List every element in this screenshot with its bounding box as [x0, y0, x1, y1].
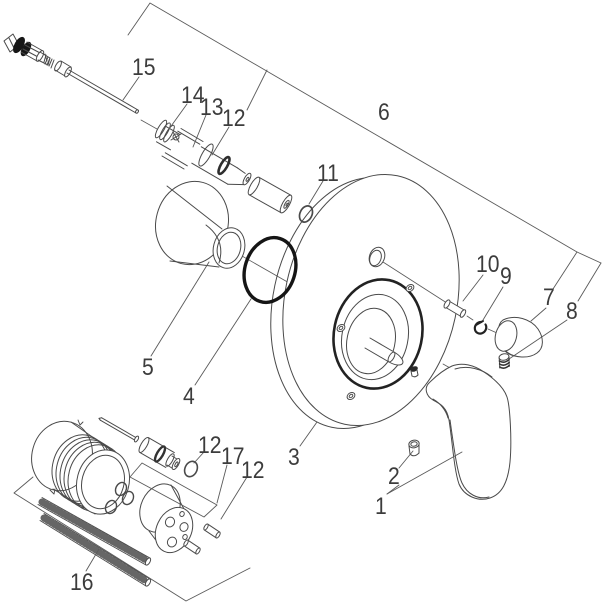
- cup-sleeve: [31, 419, 130, 515]
- small-o-rings: [104, 481, 135, 515]
- ceramic-cartridge: [139, 483, 194, 554]
- part-label-6: 6: [378, 99, 390, 126]
- diverter-cartridge: [154, 119, 252, 186]
- set-screw-8: [498, 353, 510, 369]
- handle-lever: [425, 363, 512, 500]
- bracket-16: [13, 476, 251, 602]
- o-ring-12-mid: [183, 460, 199, 478]
- part-label-7: 7: [543, 284, 555, 311]
- part-label-12-mid: 12: [198, 432, 222, 459]
- extension-sleeve: [155, 180, 246, 269]
- alignment-pins: [183, 523, 221, 555]
- bracket-17: [129, 462, 218, 518]
- needle-pin: [98, 417, 140, 443]
- basic-set-group: [31, 417, 221, 587]
- diverter-knob-cap-7: [494, 316, 543, 358]
- part-label-17: 17: [221, 443, 245, 470]
- part-label-1: 1: [375, 493, 387, 520]
- part-label-8: 8: [566, 298, 578, 325]
- part-label-5: 5: [142, 354, 154, 381]
- retaining-clip-9: [473, 320, 488, 335]
- plate-collar: [332, 278, 424, 401]
- pull-rod: [3, 33, 139, 114]
- extension-cylinder: [247, 176, 293, 214]
- part-label-12-top: 12: [222, 105, 246, 132]
- check-valve-cartridge: [138, 436, 181, 471]
- part-label-3: 3: [288, 444, 300, 471]
- part-label-2: 2: [388, 463, 400, 490]
- part-label-4: 4: [183, 383, 195, 410]
- o-ring-large-4: [242, 235, 298, 305]
- o-ring-small-11: [298, 205, 314, 223]
- part-label-12-low: 12: [241, 457, 265, 484]
- leader-lines: [85, 76, 568, 572]
- part-label-9: 9: [500, 263, 512, 290]
- part-label-14: 14: [181, 82, 205, 109]
- handle-plug-2: [408, 439, 420, 457]
- threaded-rods: [37, 497, 152, 587]
- part-label-16: 16: [70, 569, 94, 596]
- part-label-11: 11: [317, 160, 339, 187]
- part-label-13: 13: [200, 94, 224, 121]
- diverter-pin-10: [443, 299, 498, 334]
- part-label-15: 15: [132, 54, 156, 81]
- bracket-6: [127, 2, 602, 302]
- part-label-10: 10: [476, 251, 500, 278]
- escutcheon-plate: [270, 173, 460, 429]
